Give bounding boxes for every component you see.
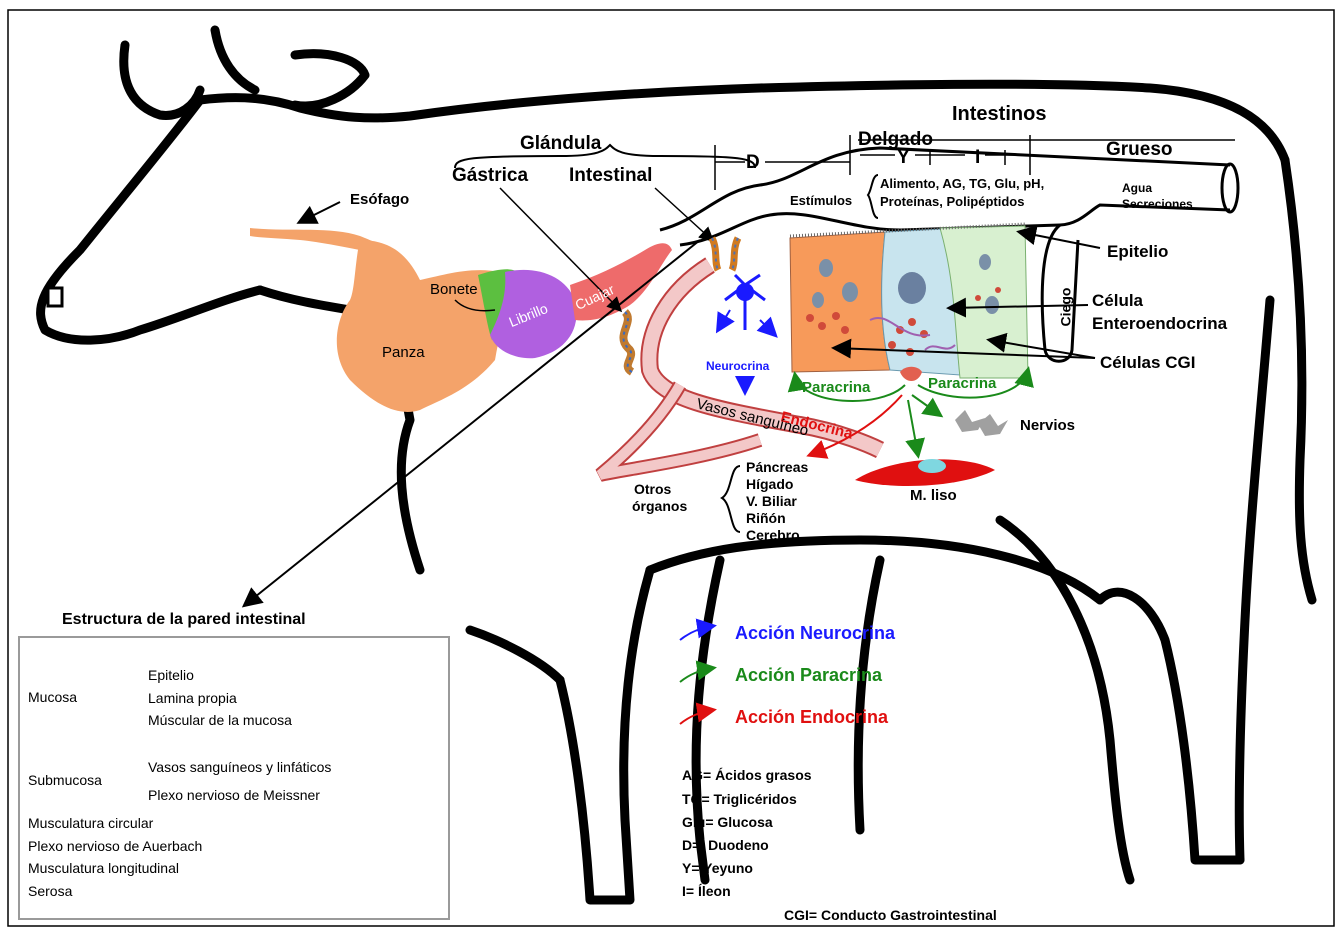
label-ciego: Ciego bbox=[1058, 288, 1072, 327]
wall-auerbach: Plexo nervioso de Auerbach bbox=[28, 839, 202, 853]
label-delgado: Delgado bbox=[858, 130, 933, 149]
wall-longitudinal: Musculatura longitudinal bbox=[28, 861, 179, 875]
abbr-cgi: CGI= Conducto Gastrointestinal bbox=[784, 908, 997, 922]
label-d: D bbox=[746, 153, 760, 172]
wall-serosa: Serosa bbox=[28, 884, 72, 898]
wall-submucosa: Submucosa bbox=[28, 773, 102, 787]
label-m-liso: M. liso bbox=[910, 488, 957, 503]
label-organos: órganos bbox=[632, 499, 687, 513]
wall-muscular-mucosa: Múscular de la mucosa bbox=[148, 713, 292, 727]
label-celula: Célula bbox=[1092, 292, 1143, 309]
label-gastrica: Gástrica bbox=[452, 166, 528, 185]
abbr-tg: TG= Triglicéridos bbox=[682, 792, 797, 806]
label-y: Y bbox=[897, 148, 910, 167]
abbr-glu: Glu= Glucosa bbox=[682, 815, 773, 829]
legend-paracrina: Acción Paracrina bbox=[735, 666, 882, 684]
label-stimuli-1: Alimento, AG, TG, Glu, pH, bbox=[880, 177, 1044, 190]
gastric-gland bbox=[623, 312, 632, 372]
label-grueso: Grueso bbox=[1106, 140, 1173, 159]
intestinal-gland bbox=[712, 238, 738, 270]
panza-shape bbox=[337, 240, 504, 412]
abbr-i: I= Íleon bbox=[682, 884, 731, 898]
label-bonete: Bonete bbox=[430, 282, 478, 297]
label-intestinos: Intestinos bbox=[952, 104, 1046, 124]
wall-vasos: Vasos sanguíneos y linfáticos bbox=[148, 760, 331, 774]
organ-vbiliar: V. Biliar bbox=[746, 494, 797, 508]
label-stimuli-2: Proteínas, Polipéptidos bbox=[880, 195, 1024, 208]
abbr-y: Y= Yeyuno bbox=[682, 861, 753, 875]
label-paracrina-left: Paracrina bbox=[802, 380, 870, 395]
wall-meissner: Plexo nervioso de Meissner bbox=[148, 788, 320, 802]
nerve-icon bbox=[955, 410, 1008, 436]
label-neurocrina: Neurocrina bbox=[706, 360, 769, 372]
label-panza: Panza bbox=[382, 345, 425, 360]
label-paracrina-right: Paracrina bbox=[928, 376, 996, 391]
organ-rinon: Riñón bbox=[746, 511, 786, 525]
organ-pancreas: Páncreas bbox=[746, 460, 808, 474]
neuron-icon bbox=[718, 275, 775, 392]
label-glandula: Glándula bbox=[520, 134, 601, 153]
organ-cerebro: Cerebro bbox=[746, 528, 800, 542]
label-intestinal: Intestinal bbox=[569, 166, 652, 185]
abbr-ag: AG= Ácidos grasos bbox=[682, 768, 812, 782]
wall-title: Estructura de la pared intestinal bbox=[62, 612, 306, 628]
organ-higado: Hígado bbox=[746, 477, 793, 491]
label-otros: Otros bbox=[634, 482, 671, 496]
label-agua: Agua bbox=[1122, 182, 1152, 194]
label-nervios: Nervios bbox=[1020, 418, 1075, 433]
cell-panel bbox=[790, 224, 1028, 381]
label-secreciones: Secreciones bbox=[1122, 198, 1193, 210]
label-enteroendocrina: Enteroendocrina bbox=[1092, 315, 1227, 332]
label-estimulos: Estímulos bbox=[790, 194, 852, 207]
label-epitelio: Epitelio bbox=[1107, 243, 1168, 260]
legend-endocrina: Acción Endocrina bbox=[735, 708, 888, 726]
wall-epitelio: Epitelio bbox=[148, 668, 194, 682]
label-i: I bbox=[975, 148, 980, 167]
wall-circular: Musculatura circular bbox=[28, 816, 153, 830]
wall-lamina: Lamina propia bbox=[148, 691, 237, 705]
abbr-d: D= Duodeno bbox=[682, 838, 769, 852]
label-esofago: Esófago bbox=[350, 192, 409, 207]
label-celulas-cgi: Células CGI bbox=[1100, 354, 1195, 371]
legend-neurocrina: Acción Neurocrina bbox=[735, 624, 895, 642]
wall-mucosa: Mucosa bbox=[28, 690, 77, 704]
